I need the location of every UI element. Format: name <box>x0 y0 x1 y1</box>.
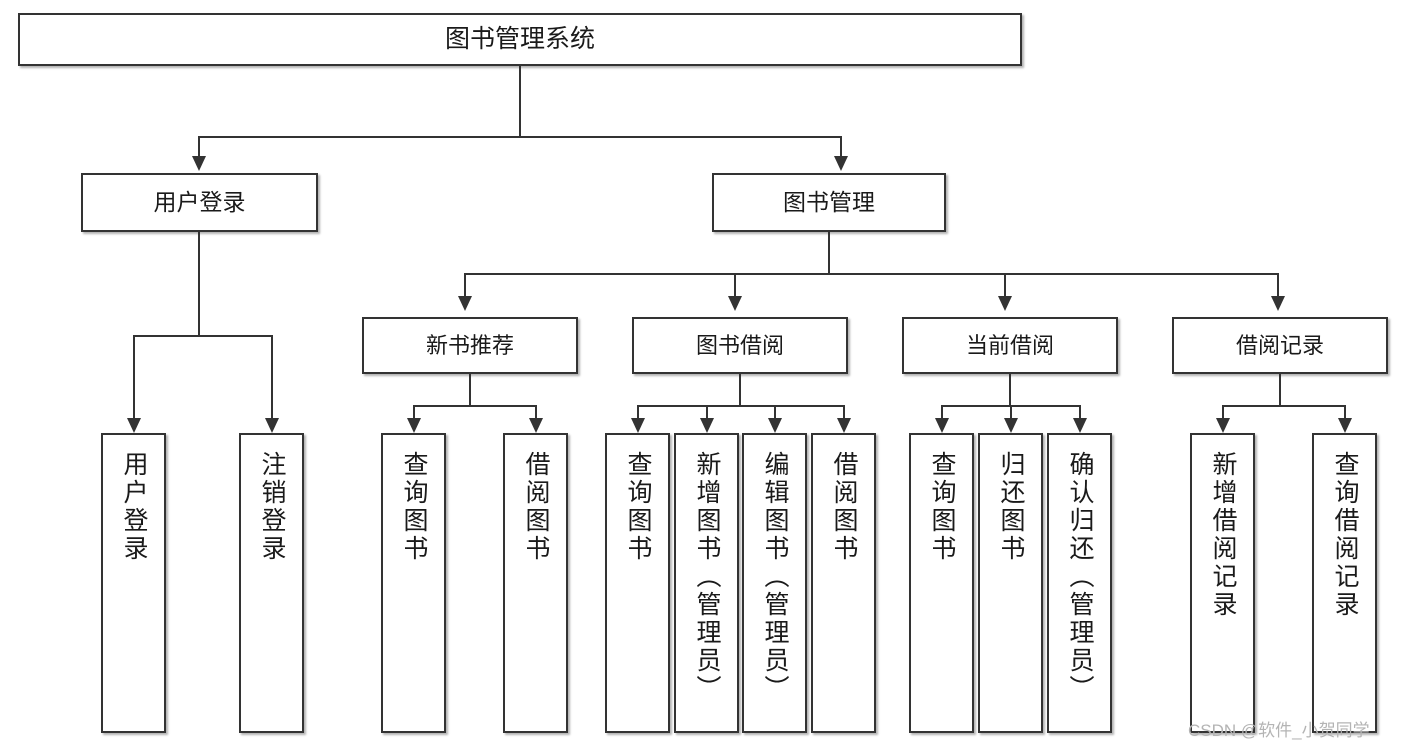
node-label: 新书推荐 <box>425 332 514 358</box>
arrowhead-lvl3-0 <box>458 296 472 311</box>
connector-current-borrow-to-leaf-2 <box>1079 405 1081 419</box>
leaf-borrow-record-add[interactable]: 新增借阅记录 <box>1190 433 1255 733</box>
connector-book-mgmt-to-lvl3-1 <box>734 273 736 297</box>
connector-user-login-to-leaf-1 <box>271 335 273 419</box>
arrowhead-lvl3-3 <box>1271 296 1285 311</box>
connector-root-to-book-mgmt <box>840 136 842 157</box>
arrowhead-lvl3-2 <box>998 296 1012 311</box>
leaf-new-book-borrow[interactable]: 借阅图书 <box>503 433 568 733</box>
connector-book-borrow-bus <box>637 405 845 407</box>
connector-book-borrow-to-leaf-3 <box>843 405 845 419</box>
leaf-current-borrow-return[interactable]: 归还图书 <box>978 433 1043 733</box>
node-label: 图书借阅 <box>695 332 784 358</box>
leaf-label: 查询图书 <box>624 451 652 563</box>
node-label: 当前借阅 <box>965 332 1054 358</box>
node-book-management[interactable]: 图书管理 <box>712 173 946 232</box>
node-new-book-recommend[interactable]: 新书推荐 <box>362 317 578 374</box>
connector-borrow-record-to-leaf-0 <box>1222 405 1224 419</box>
connector-current-borrow-to-leaf-1 <box>1010 405 1012 419</box>
node-root-system[interactable]: 图书管理系统 <box>18 13 1022 66</box>
connector-new-book-bus <box>413 405 537 407</box>
connector-book-mgmt-to-lvl3-3 <box>1277 273 1279 297</box>
connector-new-book-to-leaf-0 <box>413 405 415 419</box>
arrowhead-root-to-book-mgmt <box>834 156 848 171</box>
leaf-current-borrow-confirm-return[interactable]: 确认归还（管理员） <box>1047 433 1112 733</box>
leaf-label: 编辑图书（管理员） <box>761 451 789 703</box>
connector-current-borrow-stem <box>1009 374 1011 406</box>
leaf-label: 查询借阅记录 <box>1331 451 1359 619</box>
connector-borrow-record-bus <box>1222 405 1346 407</box>
arrowhead-root-to-user-login <box>192 156 206 171</box>
leaf-book-borrow-edit[interactable]: 编辑图书（管理员） <box>742 433 807 733</box>
leaf-label: 新增借阅记录 <box>1209 451 1237 619</box>
connector-book-borrow-to-leaf-0 <box>637 405 639 419</box>
leaf-label: 确认归还（管理员） <box>1066 451 1094 703</box>
arrowhead-borrow-record-leaf-0 <box>1216 418 1230 433</box>
leaf-label: 查询图书 <box>400 451 428 563</box>
connector-root-stem <box>519 66 521 137</box>
node-borrow-record[interactable]: 借阅记录 <box>1172 317 1388 374</box>
leaf-new-book-query[interactable]: 查询图书 <box>381 433 446 733</box>
leaf-label: 新增图书（管理员） <box>693 451 721 703</box>
arrowhead-user-login-leaf-0 <box>127 418 141 433</box>
leaf-book-borrow-borrow[interactable]: 借阅图书 <box>811 433 876 733</box>
connector-user-login-stem <box>198 232 200 336</box>
leaf-label: 注销登录 <box>258 451 286 563</box>
node-book-borrow[interactable]: 图书借阅 <box>632 317 848 374</box>
connector-current-borrow-to-leaf-0 <box>941 405 943 419</box>
leaf-current-borrow-query[interactable]: 查询图书 <box>909 433 974 733</box>
leaf-label: 查询图书 <box>928 451 956 563</box>
node-label: 借阅记录 <box>1235 332 1324 358</box>
leaf-book-borrow-add[interactable]: 新增图书（管理员） <box>674 433 739 733</box>
node-label: 图书管理 <box>783 189 875 216</box>
leaf-user-login-signin[interactable]: 用户登录 <box>101 433 166 733</box>
connector-book-borrow-stem <box>739 374 741 406</box>
arrowhead-book-borrow-leaf-2 <box>768 418 782 433</box>
connector-borrow-record-stem <box>1279 374 1281 406</box>
connector-user-login-bus <box>133 335 273 337</box>
leaf-label: 借阅图书 <box>830 451 858 563</box>
connector-borrow-record-to-leaf-1 <box>1344 405 1346 419</box>
node-label: 用户登录 <box>153 189 246 216</box>
leaf-user-login-signout[interactable]: 注销登录 <box>239 433 304 733</box>
connector-book-mgmt-to-lvl3-2 <box>1004 273 1006 297</box>
arrowhead-book-borrow-leaf-1 <box>700 418 714 433</box>
watermark-text: CSDN @软件_小贺同学 <box>1188 721 1370 740</box>
connector-book-mgmt-to-lvl3-0 <box>464 273 466 297</box>
connector-root-bus <box>198 136 842 138</box>
connector-book-borrow-to-leaf-2 <box>774 405 776 419</box>
connector-book-mgmt-bus <box>464 273 1279 275</box>
arrowhead-current-borrow-leaf-0 <box>935 418 949 433</box>
leaf-label: 归还图书 <box>997 451 1025 563</box>
connector-root-to-user-login <box>198 136 200 157</box>
arrowhead-borrow-record-leaf-1 <box>1338 418 1352 433</box>
node-user-login[interactable]: 用户登录 <box>81 173 318 232</box>
arrowhead-new-book-leaf-1 <box>529 418 543 433</box>
connector-new-book-stem <box>469 374 471 406</box>
connector-new-book-to-leaf-1 <box>535 405 537 419</box>
arrowhead-new-book-leaf-0 <box>407 418 421 433</box>
arrowhead-book-borrow-leaf-0 <box>631 418 645 433</box>
connector-book-mgmt-stem <box>828 232 830 274</box>
arrowhead-current-borrow-leaf-1 <box>1004 418 1018 433</box>
node-label: 图书管理系统 <box>444 25 595 54</box>
leaf-label: 借阅图书 <box>522 451 550 563</box>
arrowhead-current-borrow-leaf-2 <box>1073 418 1087 433</box>
connector-user-login-to-leaf-0 <box>133 335 135 419</box>
leaf-label: 用户登录 <box>120 451 148 563</box>
arrowhead-book-borrow-leaf-3 <box>837 418 851 433</box>
leaf-book-borrow-query[interactable]: 查询图书 <box>605 433 670 733</box>
leaf-borrow-record-query[interactable]: 查询借阅记录 <box>1312 433 1377 733</box>
connector-book-borrow-to-leaf-1 <box>706 405 708 419</box>
node-current-borrow[interactable]: 当前借阅 <box>902 317 1118 374</box>
arrowhead-lvl3-1 <box>728 296 742 311</box>
arrowhead-user-login-leaf-1 <box>265 418 279 433</box>
